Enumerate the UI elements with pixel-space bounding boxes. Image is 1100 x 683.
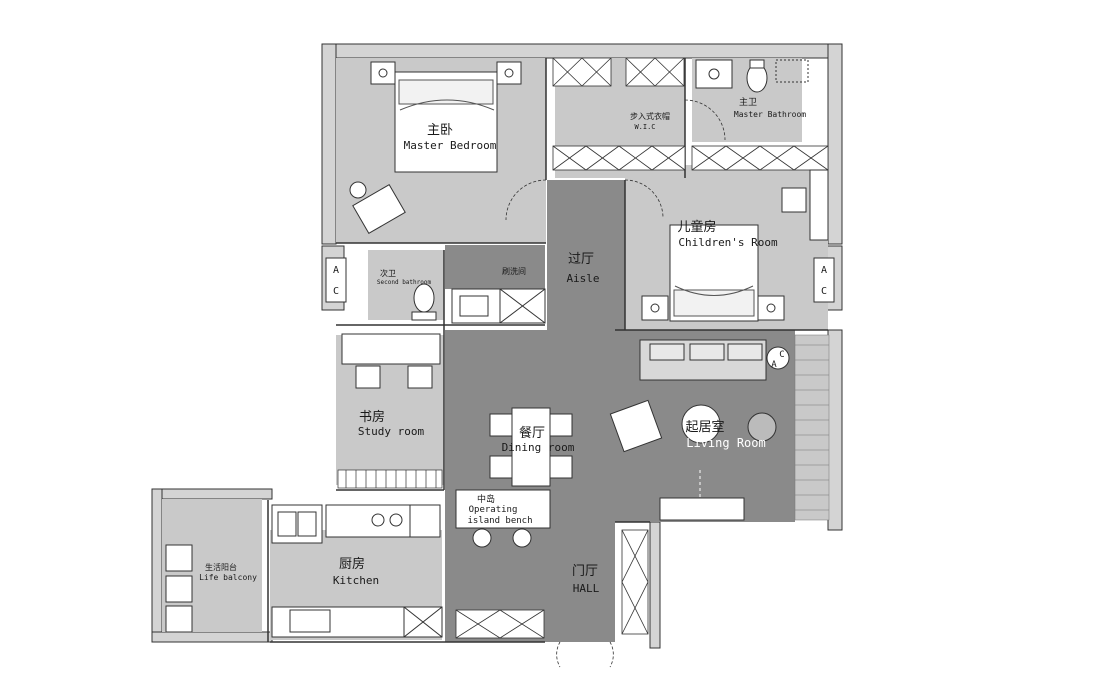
svg-text:island bench: island bench bbox=[467, 516, 532, 526]
childrens-wardrobe bbox=[691, 145, 829, 171]
label-second-bathroom: 次卫 Second bathroom bbox=[377, 268, 432, 286]
study-desk bbox=[341, 333, 441, 389]
sofa bbox=[639, 339, 767, 381]
svg-text:主卫: 主卫 bbox=[739, 96, 757, 108]
svg-text:生活阳台: 生活阳台 bbox=[205, 562, 237, 572]
label-master-bedroom: 主卧 Master Bedroom bbox=[404, 123, 497, 152]
svg-text:厨房: 厨房 bbox=[339, 556, 365, 572]
svg-text:Second bathroom: Second bathroom bbox=[377, 279, 432, 286]
svg-text:Operating: Operating bbox=[469, 505, 518, 515]
section-marker-left: A C bbox=[325, 257, 347, 303]
label-aisle: 过厅 Aisle bbox=[566, 252, 599, 285]
hall-cabinet bbox=[455, 529, 649, 639]
svg-text:W.I.C: W.I.C bbox=[634, 123, 655, 131]
svg-text:过厅: 过厅 bbox=[568, 252, 594, 267]
childrens-nightstands bbox=[641, 295, 785, 321]
svg-text:Master Bathroom: Master Bathroom bbox=[734, 110, 806, 119]
svg-text:中岛: 中岛 bbox=[477, 493, 495, 505]
armchair bbox=[349, 181, 406, 235]
label-master-bathroom: 主卫 Master Bathroom bbox=[734, 96, 806, 119]
label-kitchen: 厨房 Kitchen bbox=[333, 556, 379, 587]
label-dining-room: 餐厅 Dining room bbox=[502, 425, 575, 454]
svg-text:餐厅: 餐厅 bbox=[519, 425, 545, 441]
svg-text:Master Bedroom: Master Bedroom bbox=[404, 139, 497, 152]
label-childrens-room: 儿童房 Children's Room bbox=[677, 219, 778, 249]
svg-text:Children's Room: Children's Room bbox=[678, 236, 778, 249]
svg-text:A: A bbox=[333, 265, 339, 276]
svg-text:Kitchen: Kitchen bbox=[333, 574, 379, 587]
svg-text:A: A bbox=[821, 265, 827, 276]
kitchen-counter-top bbox=[271, 504, 441, 544]
master-bed bbox=[394, 71, 498, 173]
childrens-desk-chair bbox=[781, 169, 829, 241]
svg-text:Life balcony: Life balcony bbox=[199, 573, 257, 582]
study-bench bbox=[337, 469, 443, 489]
svg-text:C: C bbox=[821, 286, 827, 297]
svg-text:Dining room: Dining room bbox=[502, 441, 575, 454]
washroom-sink bbox=[451, 288, 546, 324]
svg-text:Living Room: Living Room bbox=[686, 436, 765, 450]
svg-text:Study room: Study room bbox=[358, 425, 425, 438]
master-bath-fixtures bbox=[695, 59, 809, 93]
svg-text:主卧: 主卧 bbox=[427, 123, 453, 138]
svg-text:A: A bbox=[771, 360, 777, 370]
svg-text:C: C bbox=[779, 350, 784, 360]
label-walk-in-closet: 步入式衣帽 W.I.C bbox=[630, 111, 670, 131]
label-study-room: 书房 Study room bbox=[358, 409, 425, 438]
doors bbox=[505, 99, 726, 668]
svg-text:HALL: HALL bbox=[573, 582, 600, 595]
svg-text:刷洗间: 刷洗间 bbox=[502, 266, 526, 276]
second-bath-fixtures bbox=[411, 283, 437, 321]
tv-console bbox=[659, 470, 745, 521]
svg-text:起居室: 起居室 bbox=[685, 419, 724, 435]
lounge-chair bbox=[609, 399, 663, 453]
svg-text:C: C bbox=[333, 286, 339, 297]
interior-walls bbox=[267, 58, 828, 643]
section-marker-right: A C bbox=[813, 257, 835, 303]
label-living-room: 起居室 Living Room bbox=[685, 419, 765, 450]
wood-panel bbox=[794, 334, 830, 521]
coffee-tables bbox=[681, 404, 777, 444]
label-operating-island: 中岛 Operating island bench bbox=[467, 493, 532, 526]
label-hall: 门厅 HALL bbox=[572, 564, 600, 595]
svg-text:儿童房: 儿童房 bbox=[677, 219, 716, 235]
svg-text:书房: 书房 bbox=[359, 409, 385, 425]
kitchen-counter-bottom bbox=[271, 606, 443, 638]
balcony-fixtures bbox=[165, 544, 193, 633]
section-marker-living: C A bbox=[766, 346, 790, 370]
island-bench bbox=[455, 489, 551, 548]
master-nightstands bbox=[370, 61, 522, 85]
dining-table bbox=[489, 407, 573, 487]
svg-text:步入式衣帽: 步入式衣帽 bbox=[630, 111, 670, 121]
svg-text:Aisle: Aisle bbox=[566, 272, 599, 285]
svg-text:门厅: 门厅 bbox=[572, 564, 598, 579]
label-washroom: 刷洗间 bbox=[502, 266, 526, 276]
svg-text:次卫: 次卫 bbox=[380, 268, 396, 278]
wic-cabinets bbox=[552, 57, 686, 171]
label-life-balcony: 生活阳台 Life balcony bbox=[199, 562, 257, 582]
childrens-bed bbox=[669, 224, 759, 322]
